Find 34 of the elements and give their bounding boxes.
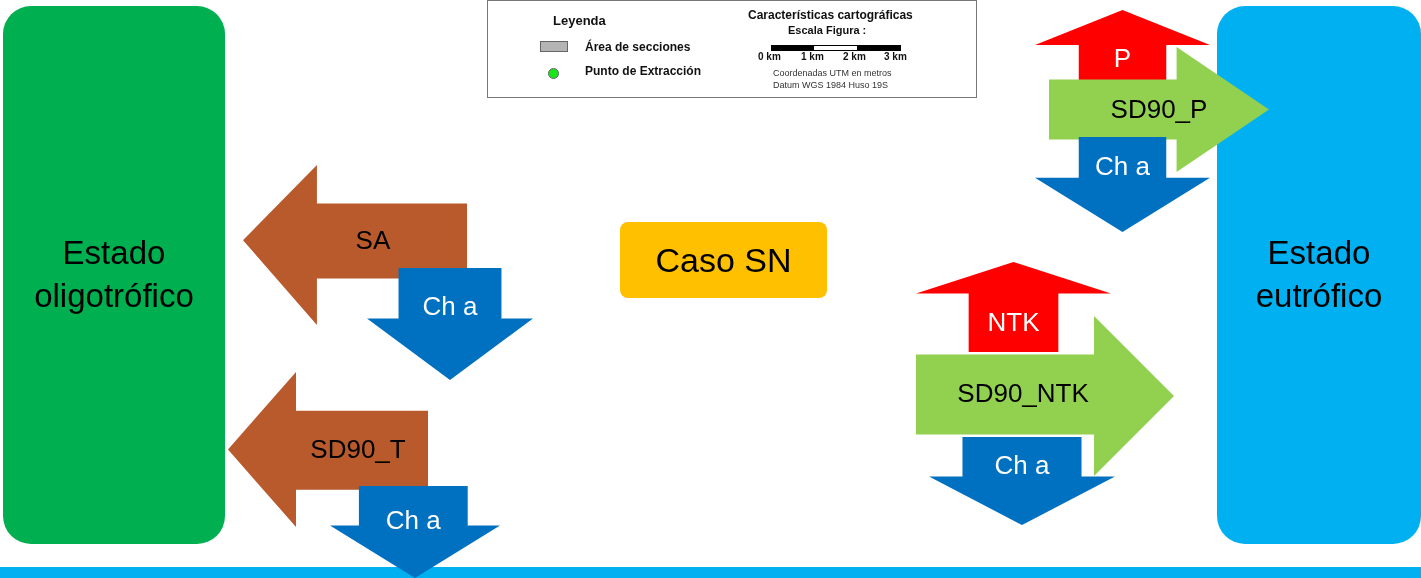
- datum-note: Datum WGS 1984 Huso 19S: [773, 80, 889, 90]
- legend-label: Área de secciones: [585, 40, 691, 54]
- trend-indicator: [929, 437, 1115, 525]
- node-label: Ch a: [994, 448, 1050, 482]
- trend-indicator: [1035, 10, 1210, 80]
- node-label: Estado eutrófico: [1254, 233, 1384, 316]
- trend-indicator: [367, 268, 533, 380]
- node-label: SD90_T: [310, 433, 406, 467]
- node-label: P: [1113, 42, 1132, 76]
- node-label: Estado oligotrófico: [33, 233, 195, 316]
- legend-heading: Características cartográficas: [748, 8, 913, 22]
- trend-indicator: [330, 486, 500, 578]
- node-label: Ch a: [385, 503, 441, 537]
- scale-tick-label: 1 km: [801, 51, 824, 62]
- trend-indicator: [1035, 137, 1210, 232]
- node-label: NTK: [987, 305, 1040, 339]
- node-label: Caso SN: [655, 239, 792, 281]
- scale-tick-label: 3 km: [884, 51, 907, 62]
- state-box: [3, 6, 225, 544]
- state-box: [1217, 6, 1421, 544]
- legend-label: Punto de Extracción: [585, 64, 702, 78]
- trend-indicator: [228, 372, 428, 527]
- node-label: SD90_P: [1110, 92, 1208, 126]
- coordinates-note: Coordenadas UTM en metros: [773, 68, 892, 78]
- trend-indicator: [916, 262, 1111, 352]
- scale-title: Escala Figura :: [788, 24, 867, 36]
- node-label: SA: [355, 224, 391, 258]
- node-label: SD90_NTK: [957, 377, 1089, 411]
- scale-tick-label: 2 km: [843, 51, 866, 62]
- case-box: [620, 222, 827, 298]
- legend-title: Leyenda: [553, 13, 606, 28]
- node-label: Ch a: [1095, 149, 1150, 183]
- scale-tick-label: 0 km: [758, 51, 781, 62]
- node-label: Ch a: [422, 290, 478, 324]
